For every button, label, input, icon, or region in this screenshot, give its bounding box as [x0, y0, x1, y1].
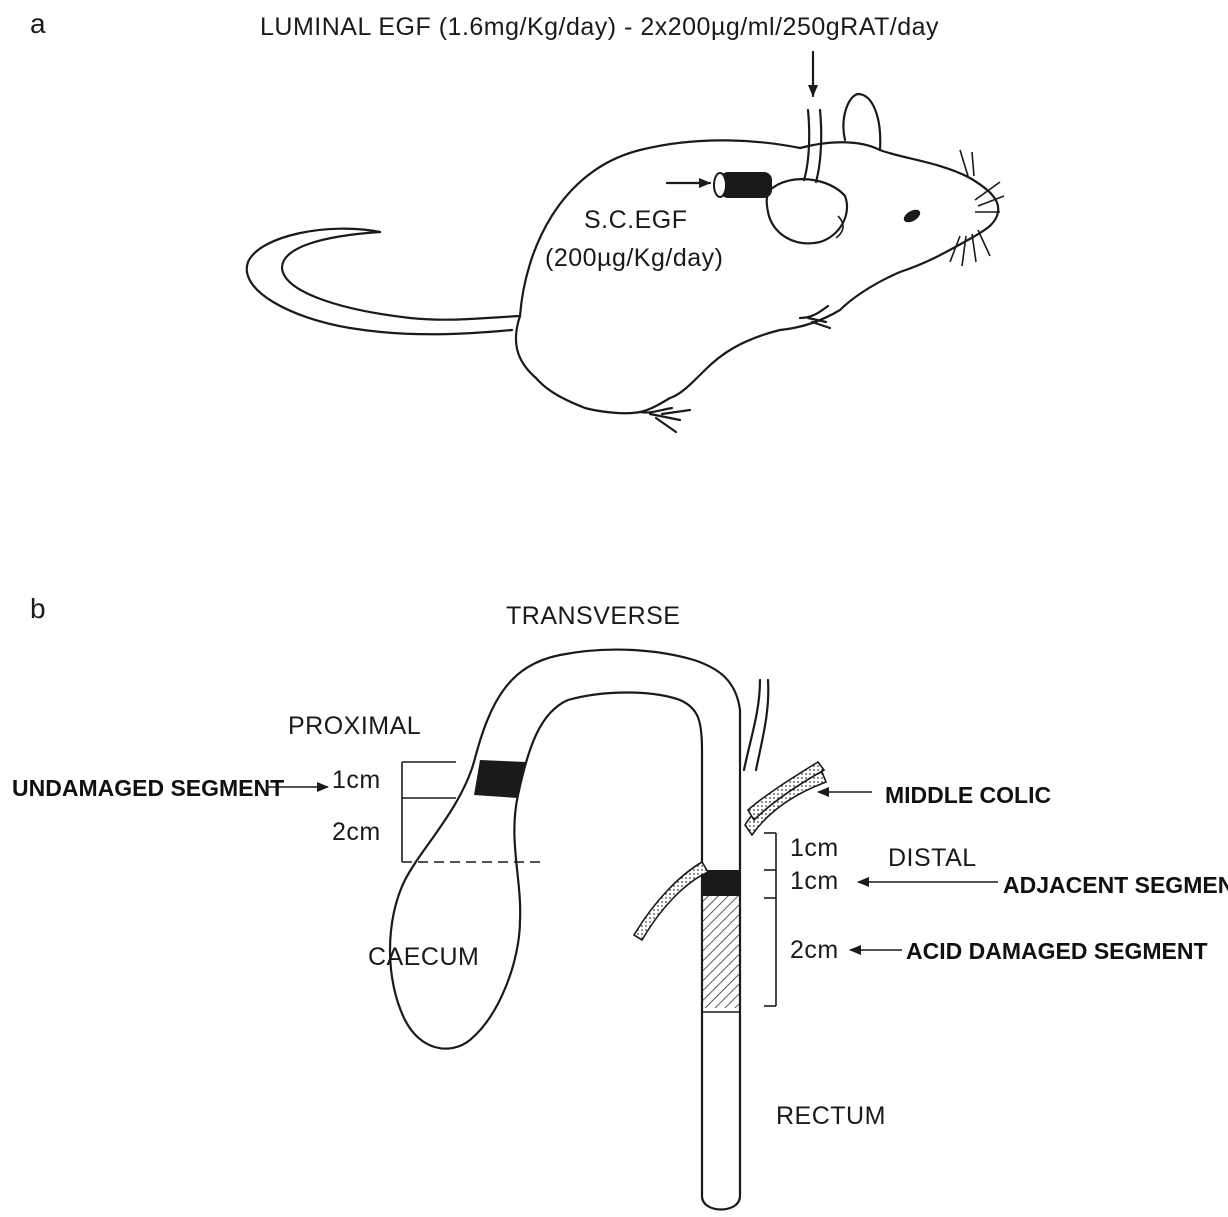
colon-drawing: [390, 650, 826, 1210]
panel-b-letter: b: [30, 593, 46, 624]
distal-1cm-a-label: 1cm: [790, 834, 839, 862]
distal-bracket: [764, 833, 776, 1006]
distal-2cm-label: 2cm: [790, 936, 839, 964]
acid-damaged-segment-label: ACID DAMAGED SEGMENT: [906, 938, 1208, 964]
adjacent-segment-band: [702, 870, 740, 896]
acid-damaged-segment-band: [702, 896, 740, 1008]
proximal-bracket: [402, 762, 545, 862]
caecum-label: CAECUM: [368, 943, 479, 971]
sc-egf-label: S.C.EGF: [584, 206, 688, 234]
proximal-1cm-label: 1cm: [332, 766, 381, 794]
luminal-egf-label: LUMINAL EGF (1.6mg/Kg/day) - 2x200µg/ml/…: [260, 13, 939, 41]
rectum-label: RECTUM: [776, 1102, 886, 1130]
panel-a-letter: a: [30, 8, 46, 39]
sc-pump-capsule: [720, 172, 772, 198]
middle-colic-label: MIDDLE COLIC: [885, 782, 1051, 808]
proximal-2cm-label: 2cm: [332, 818, 381, 846]
caecum: [390, 762, 520, 1049]
sc-egf-dose-label: (200µg/Kg/day): [545, 244, 723, 272]
colon-inner: [518, 693, 702, 1013]
distal-1cm-b-label: 1cm: [790, 867, 839, 895]
distal-label: DISTAL: [888, 844, 977, 872]
proximal-label: PROXIMAL: [288, 712, 421, 740]
adjacent-segment-label: ADJACENT SEGMENT: [1003, 872, 1228, 898]
undamaged-segment-band: [474, 760, 526, 798]
undamaged-segment-label: UNDAMAGED SEGMENT: [12, 775, 284, 801]
transverse-label: TRANSVERSE: [506, 602, 680, 630]
